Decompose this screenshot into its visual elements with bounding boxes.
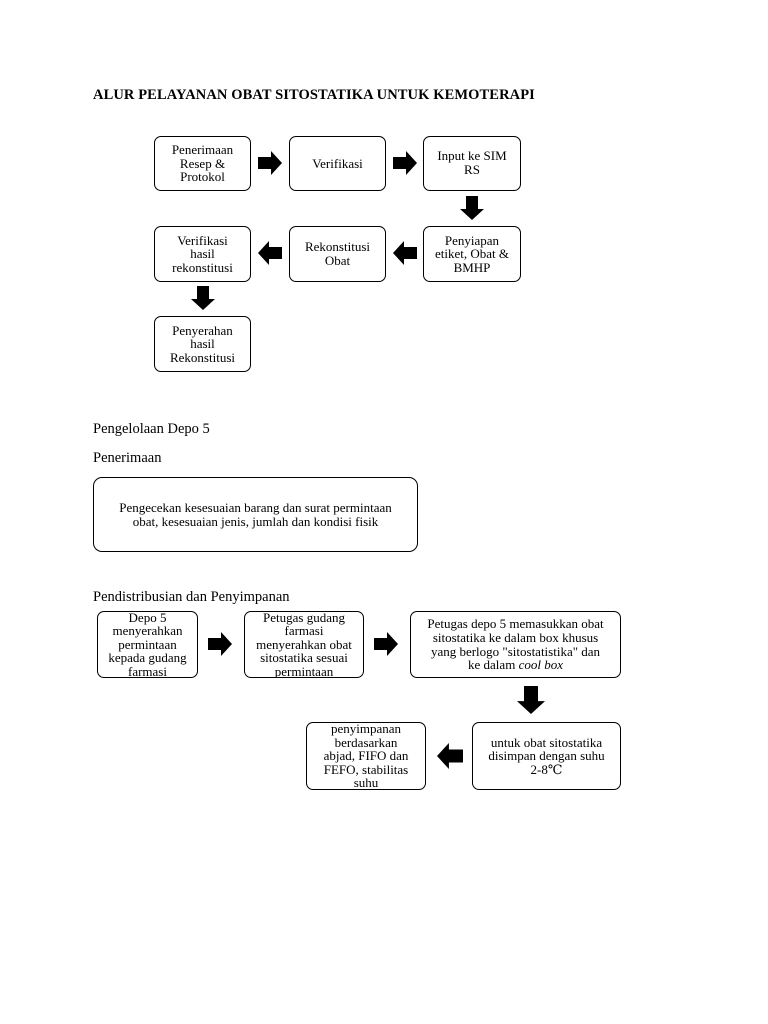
penerimaan-box-text: Pengecekan kesesuaian barang dan surat p… xyxy=(119,499,392,529)
flow2-step3-italic: cool box xyxy=(518,657,563,673)
flow2-step-label: Petugas depo 5 memasukkan obat sitostati… xyxy=(427,617,603,671)
section-heading-distribusi: Pendistribusian dan Penyimpanan xyxy=(93,589,290,605)
flow1-step-verifikasi: Verifikasi xyxy=(289,136,386,191)
flow1-step-label: Penerimaan Resep & Protokol xyxy=(171,142,234,185)
flow2-step-label: Depo 5 menyerahkan permintaan kepada gud… xyxy=(108,611,187,678)
flow2-step3-text: Petugas depo 5 memasukkan obat sitostati… xyxy=(427,616,604,673)
arrow-right-icon xyxy=(208,632,232,656)
flow2-step-disimpan-suhu: untuk obat sitostatika disimpan dengan s… xyxy=(472,722,621,790)
arrow-left-icon xyxy=(258,241,282,265)
flow1-step-label: Verifikasi xyxy=(312,155,363,171)
arrow-left-icon xyxy=(437,742,463,770)
flow1-step-verifikasi-hasil: Verifikasi hasil rekonstitusi xyxy=(154,226,251,282)
page-title: ALUR PELAYANAN OBAT SITOSTATIKA UNTUK KE… xyxy=(93,87,535,103)
flow2-step-label: Petugas gudang farmasi menyerahkan obat … xyxy=(256,611,352,678)
flow1-step-label: Penyerahan hasil Rekonstitusi xyxy=(169,322,235,365)
flow1-step-label: Rekonstitusi Obat xyxy=(304,239,370,268)
flow2-step-label: penyimpanan berdasarkan abjad, FIFO dan … xyxy=(323,722,409,790)
flow1-step-input-sim-rs: Input ke SIM RS xyxy=(423,136,521,191)
flow1-step-penyiapan: Penyiapan etiket, Obat & BMHP xyxy=(423,226,521,282)
arrow-down-icon xyxy=(191,286,215,310)
flow2-step-petugas-depo5: Petugas depo 5 memasukkan obat sitostati… xyxy=(410,611,621,678)
flow2-step-penyimpanan: penyimpanan berdasarkan abjad, FIFO dan … xyxy=(306,722,426,790)
arrow-right-icon xyxy=(258,151,282,175)
penerimaan-box: Pengecekan kesesuaian barang dan surat p… xyxy=(93,477,418,552)
section-heading-depo: Pengelolaan Depo 5 xyxy=(93,421,210,437)
arrow-down-icon xyxy=(460,196,484,220)
arrow-down-icon xyxy=(517,686,545,714)
flow2-step-depo5-menyerahkan: Depo 5 menyerahkan permintaan kepada gud… xyxy=(97,611,198,678)
flow2-step-petugas-gudang: Petugas gudang farmasi menyerahkan obat … xyxy=(244,611,364,678)
flow1-step-label: Input ke SIM RS xyxy=(437,148,507,177)
arrow-left-icon xyxy=(393,241,417,265)
flow1-step-rekonstitusi: Rekonstitusi Obat xyxy=(289,226,386,282)
flow1-step-label: Verifikasi hasil rekonstitusi xyxy=(172,232,233,275)
flow2-step-label: untuk obat sitostatika disimpan dengan s… xyxy=(488,734,605,777)
arrow-right-icon xyxy=(393,151,417,175)
section-heading-penerimaan: Penerimaan xyxy=(93,450,162,466)
arrow-right-icon xyxy=(374,632,398,656)
flow1-step-penyerahan: Penyerahan hasil Rekonstitusi xyxy=(154,316,251,372)
flow1-step-penerimaan-resep: Penerimaan Resep & Protokol xyxy=(154,136,251,191)
flow1-step-label: Penyiapan etiket, Obat & BMHP xyxy=(434,232,509,275)
